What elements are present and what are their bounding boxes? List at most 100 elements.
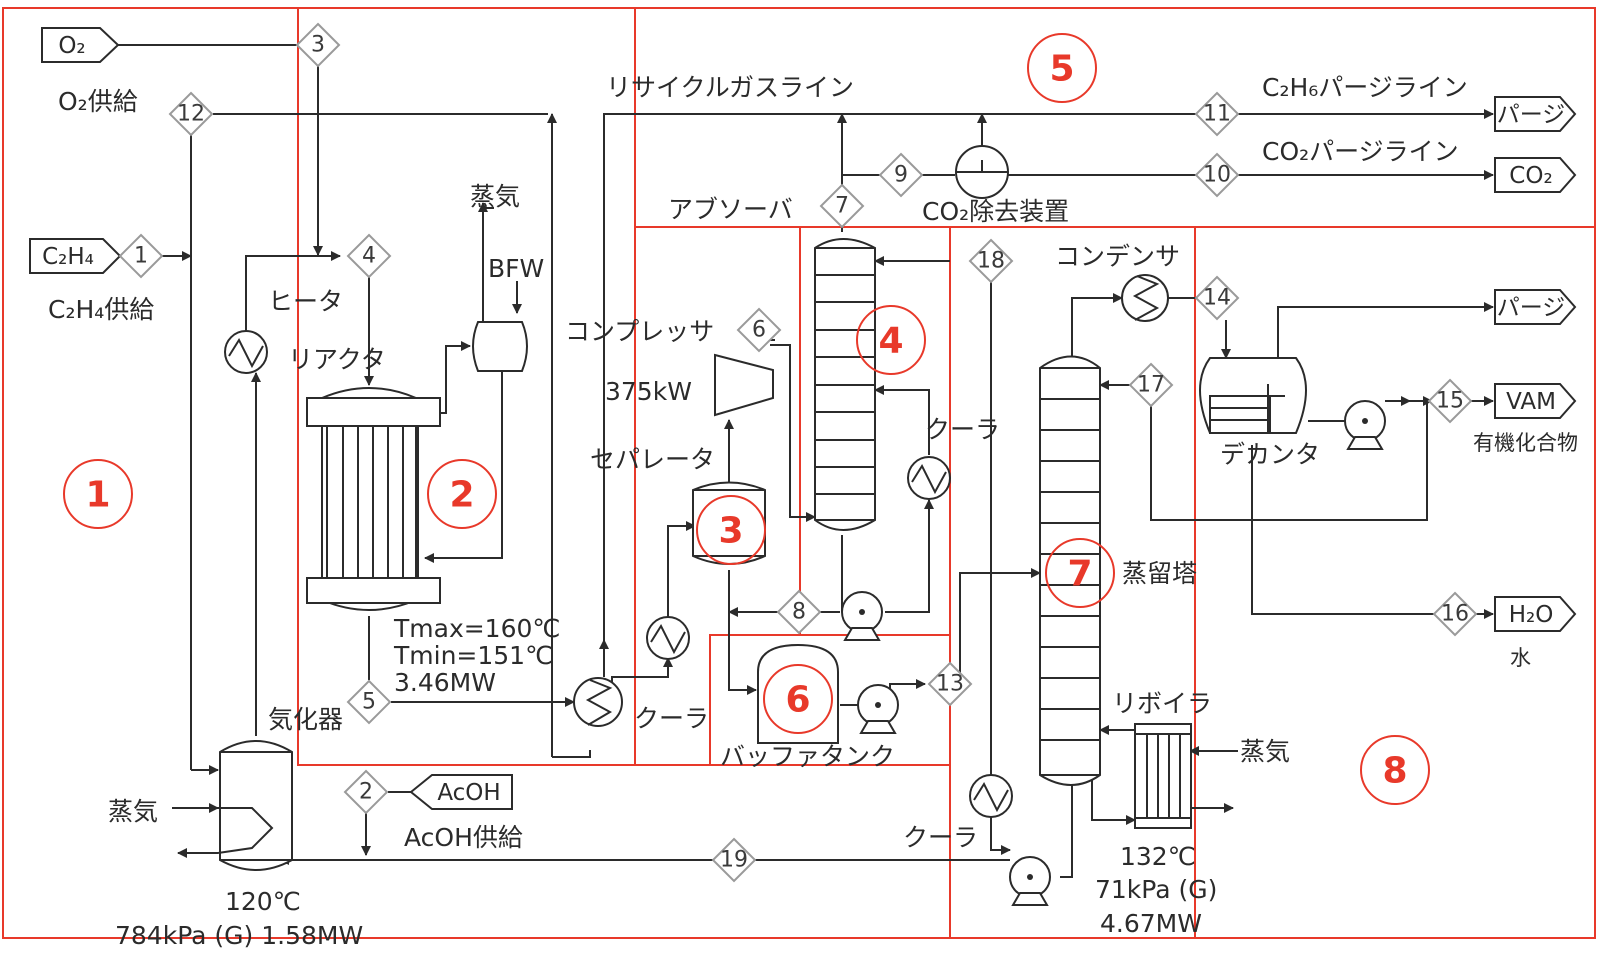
label-reactor-tmax: Tmax=160℃ [393,614,560,643]
svg-text:13: 13 [936,672,964,697]
terminal-c2h4: C₂H₄ [29,238,122,274]
zone-label-8: 8 [1360,735,1430,805]
stream-14: 14 [1194,275,1240,321]
zone-label-4: 4 [856,305,926,375]
svg-text:7: 7 [1067,554,1092,595]
equipment [217,145,1386,906]
label-compressor: コンプレッサ [565,317,714,346]
label-reactor-tmin: Tmin=151℃ [393,641,553,670]
svg-text:17: 17 [1137,373,1165,398]
terminal-acoh: AcOH [409,774,513,810]
stream-10: 10 [1194,152,1240,198]
label-reactor-duty: 3.46MW [394,668,496,697]
terminals: O₂ C₂H₄ AcOH パージ CO₂ パージ VAM H₂O [29,27,1577,810]
label-compressor-power: 375kW [605,377,692,406]
svg-text:6: 6 [785,680,810,721]
label-reboiler-temp: 132℃ [1120,842,1196,871]
condenser [1121,274,1169,322]
label-vaporizer: 気化器 [268,705,343,734]
co2-removal-unit [955,145,1009,199]
heater [224,330,268,374]
compressor [714,353,774,417]
reactor [306,387,441,611]
label-heater: ヒータ [268,287,343,316]
label-water: 水 [1510,646,1531,670]
svg-text:11: 11 [1203,102,1231,127]
label-c2h4-supply: C₂H₄供給 [48,295,154,324]
label-steam-vaporizer: 蒸気 [108,797,158,826]
svg-text:19: 19 [720,848,748,873]
stream-18: 18 [968,238,1014,284]
absorber-column [814,238,876,531]
svg-text:パージ: パージ [1497,102,1566,128]
zone-label-3: 3 [696,495,766,565]
cooler-bottom [969,774,1013,818]
zone-label-5: 5 [1027,33,1097,103]
bottom-pump [1009,856,1051,906]
svg-text:O₂: O₂ [58,33,85,59]
label-vaporizer-temp: 120℃ [225,887,301,916]
svg-text:3: 3 [718,511,743,552]
stream-19: 19 [711,837,757,883]
label-steam-top: 蒸気 [470,182,520,211]
svg-text:5: 5 [1049,49,1074,90]
zone-label-7: 7 [1045,538,1115,608]
svg-text:5: 5 [362,690,376,715]
svg-text:4: 4 [362,244,376,269]
svg-text:VAM: VAM [1506,389,1556,415]
label-bfw: BFW [488,254,544,283]
text-labels: O₂供給 C₂H₄供給 ヒータ リアクタ 蒸気 BFW コンプレッサ 375kW… [48,73,1578,950]
buffer-pump [857,684,899,734]
label-reactor: リアクタ [288,345,386,374]
zone-boundaries [2,7,1596,939]
decanter-pump [1344,400,1386,450]
reboiler [1134,723,1192,829]
stream-7: 7 [819,183,865,229]
terminal-h2o: H₂O [1494,596,1577,632]
absorber-pump [841,591,883,641]
vaporizer [217,740,293,871]
terminal-o2: O₂ [41,27,120,63]
svg-text:C₂H₄: C₂H₄ [42,244,94,270]
svg-text:4: 4 [878,321,903,362]
zone-label-1: 1 [63,459,133,529]
label-co2-purge-line: CO₂パージライン [1262,137,1459,166]
svg-text:3: 3 [311,33,325,58]
stream-3: 3 [295,22,341,68]
stream-16: 16 [1432,591,1478,637]
label-reboiler-pressure: 71kPa (G) [1095,875,1217,904]
feed-effluent-exchanger [573,677,623,727]
terminal-purge-c2h6: パージ [1494,96,1577,132]
buffer-tank [757,643,839,744]
label-cooler-separator: クーラ [634,704,709,733]
label-cooler-bottom: クーラ [903,823,978,852]
label-o2-supply: O₂供給 [58,87,138,116]
svg-text:H₂O: H₂O [1509,602,1554,628]
svg-text:8: 8 [792,600,806,625]
svg-text:14: 14 [1203,286,1231,311]
terminal-co2: CO₂ [1494,157,1577,193]
svg-text:15: 15 [1436,389,1464,414]
svg-text:18: 18 [977,249,1005,274]
stream-15: 15 [1427,378,1473,424]
svg-text:16: 16 [1441,602,1469,627]
svg-text:10: 10 [1203,163,1231,188]
svg-text:1: 1 [85,475,110,516]
label-organics: 有機化合物 [1473,431,1578,455]
svg-text:2: 2 [359,780,373,805]
svg-text:1: 1 [134,244,148,269]
label-distillation-tower: 蒸留塔 [1122,559,1197,588]
label-separator: セパレータ [590,445,715,474]
distillation-column [1039,355,1101,786]
stream-11: 11 [1194,91,1240,137]
stream-5: 5 [346,679,392,725]
svg-text:CO₂: CO₂ [1509,163,1552,189]
label-reboiler: リボイラ [1112,689,1212,718]
label-buffer-tank: バッファタンク [720,742,895,771]
zone-label-2: 2 [427,459,497,529]
svg-text:6: 6 [752,318,766,343]
stream-13: 13 [927,661,973,707]
stream-8: 8 [776,589,822,635]
stream-4: 4 [346,233,392,279]
svg-text:9: 9 [894,163,908,188]
